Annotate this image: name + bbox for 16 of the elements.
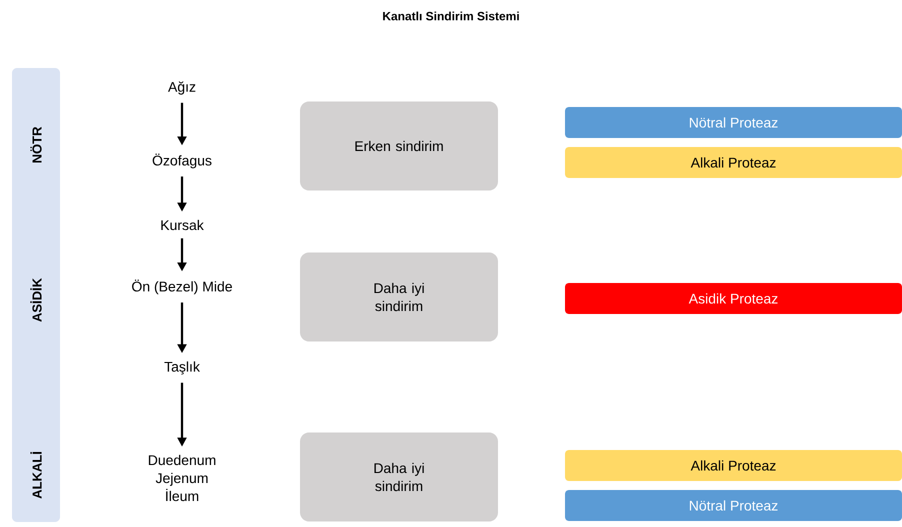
process-box: Daha iyi sindirim (300, 252, 498, 342)
organ-label: Duedenum Jejenum İleum (148, 454, 216, 502)
enzyme-bar: Nötral Proteaz (565, 107, 902, 138)
organ-label: Ağız (168, 81, 196, 95)
enzyme-bar: Alkali Proteaz (565, 450, 902, 481)
organ-label: Özofagus (152, 154, 212, 168)
organ-label: Ön (Bezel) Mide (132, 280, 232, 294)
process-box: Daha iyi sindirim (300, 432, 498, 522)
organ-label: Kursak (161, 220, 204, 230)
process-box: Erken sindirim (300, 102, 498, 190)
enzyme-bar: Nötral Proteaz (565, 490, 902, 521)
organ-label: Taşlık (164, 361, 200, 375)
title: Kanatlı Sindirim Sistemi (383, 12, 519, 20)
band: NÖTR ASİDİK ALKALİ (12, 68, 60, 522)
enzyme-bar: Alkali Proteaz (565, 147, 902, 178)
enzyme-bar: Asidik Proteaz (565, 282, 902, 314)
